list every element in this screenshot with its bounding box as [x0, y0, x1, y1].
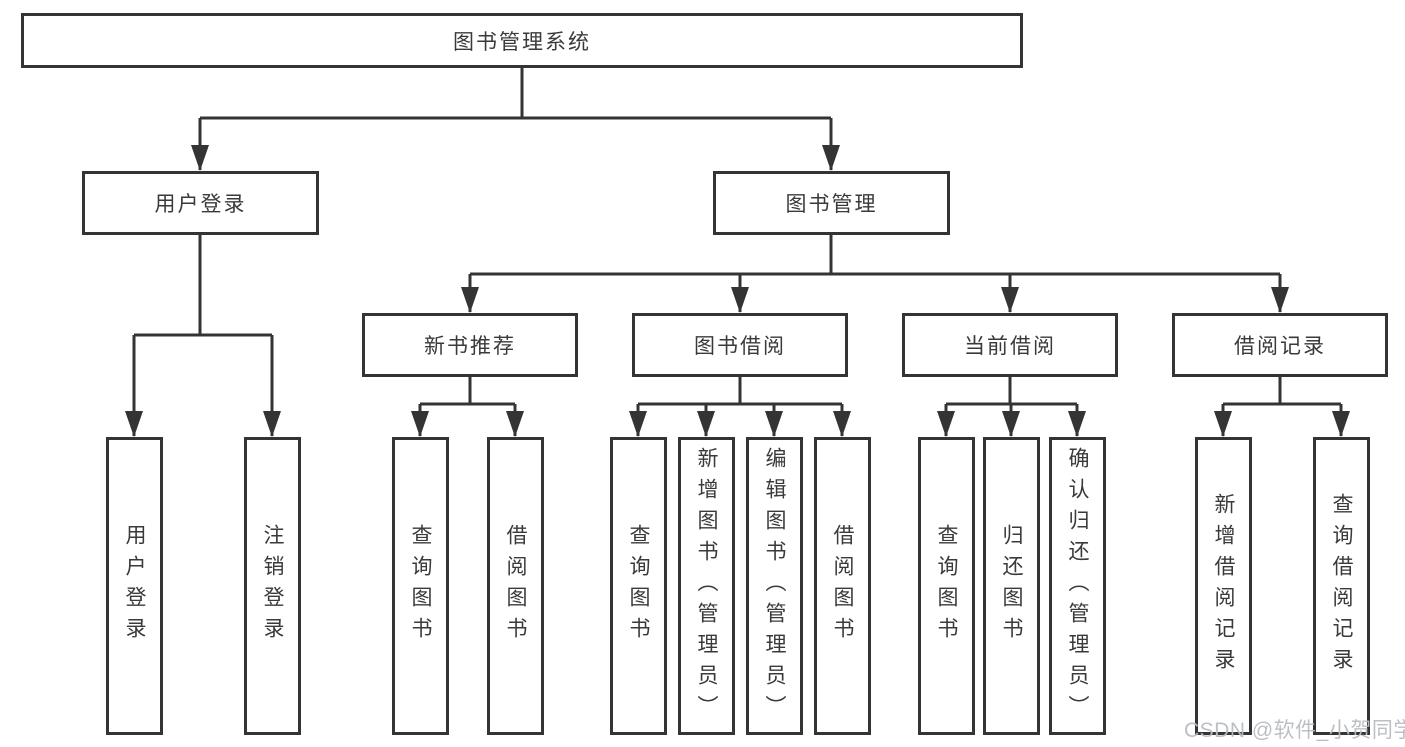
leaf-records-search: 查询借阅记录	[1313, 437, 1370, 735]
connector-newbooks-to-leaves	[411, 377, 524, 437]
node-book-borrowing: 图书借阅	[632, 313, 848, 377]
leaf-borrowing-add-admin-label: 新增图书（管理员）	[695, 446, 718, 726]
node-book-borrowing-label: 图书借阅	[694, 335, 786, 358]
connector-root-to-level2	[191, 68, 840, 171]
leaf-borrowing-edit-admin-label: 编辑图书（管理员）	[763, 446, 786, 726]
node-current-borrowing-label: 当前借阅	[964, 335, 1056, 358]
leaf-records-add: 新增借阅记录	[1195, 437, 1252, 735]
leaf-current-confirm-admin-label: 确认归还（管理员）	[1066, 446, 1089, 726]
node-borrowing-records: 借阅记录	[1172, 313, 1388, 377]
leaf-current-search: 查询图书	[918, 437, 975, 735]
leaf-newbooks-search: 查询图书	[392, 437, 449, 735]
node-user-login-label: 用户登录	[154, 193, 247, 216]
leaf-borrowing-borrow-label: 借阅图书	[831, 524, 854, 648]
leaf-borrowing-search-label: 查询图书	[627, 524, 650, 648]
leaf-current-search-label: 查询图书	[935, 524, 958, 648]
node-new-book-recommend: 新书推荐	[362, 313, 578, 377]
connector-borrowing-to-leaves	[629, 377, 851, 437]
leaf-newbooks-search-label: 查询图书	[409, 524, 432, 648]
leaf-borrowing-search: 查询图书	[610, 437, 667, 735]
leaf-logout-label: 注销登录	[261, 524, 284, 648]
leaf-borrowing-borrow: 借阅图书	[814, 437, 871, 735]
node-root: 图书管理系统	[21, 13, 1023, 68]
connector-management-to-sections	[461, 235, 1289, 313]
leaf-current-return: 归还图书	[983, 437, 1040, 735]
leaf-user-login-label: 用户登录	[123, 524, 146, 648]
node-borrowing-records-label: 借阅记录	[1234, 335, 1326, 358]
node-new-book-recommend-label: 新书推荐	[424, 335, 516, 358]
leaf-borrowing-edit-admin: 编辑图书（管理员）	[746, 437, 803, 735]
watermark: CSDN @软件_小贺同学	[1184, 719, 1405, 742]
leaf-records-search-label: 查询借阅记录	[1330, 493, 1353, 679]
node-user-login: 用户登录	[82, 171, 319, 235]
leaf-current-return-label: 归还图书	[1000, 524, 1023, 648]
node-book-management-label: 图书管理	[785, 193, 878, 216]
leaf-user-login: 用户登录	[106, 437, 163, 735]
leaf-current-confirm-admin: 确认归还（管理员）	[1049, 437, 1106, 735]
node-current-borrowing: 当前借阅	[902, 313, 1118, 377]
leaf-records-add-label: 新增借阅记录	[1212, 493, 1235, 679]
leaf-newbooks-borrow-label: 借阅图书	[504, 524, 527, 648]
node-root-label: 图书管理系统	[453, 30, 591, 54]
leaf-newbooks-borrow: 借阅图书	[487, 437, 544, 735]
connector-login-to-children	[125, 235, 281, 437]
node-book-management: 图书管理	[713, 171, 950, 235]
connector-current-to-leaves	[937, 377, 1086, 437]
connector-records-to-leaves	[1214, 377, 1350, 437]
leaf-logout: 注销登录	[244, 437, 301, 735]
leaf-borrowing-add-admin: 新增图书（管理员）	[678, 437, 735, 735]
